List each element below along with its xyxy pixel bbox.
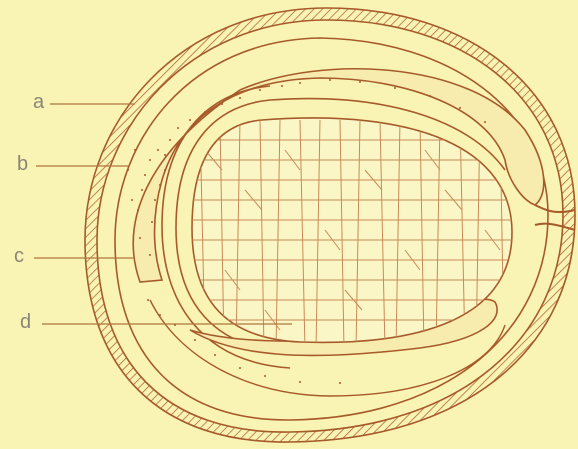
label-c: c (14, 246, 24, 266)
label-b: b (17, 154, 28, 174)
label-a: a (33, 92, 44, 112)
label-d: d (20, 312, 31, 332)
